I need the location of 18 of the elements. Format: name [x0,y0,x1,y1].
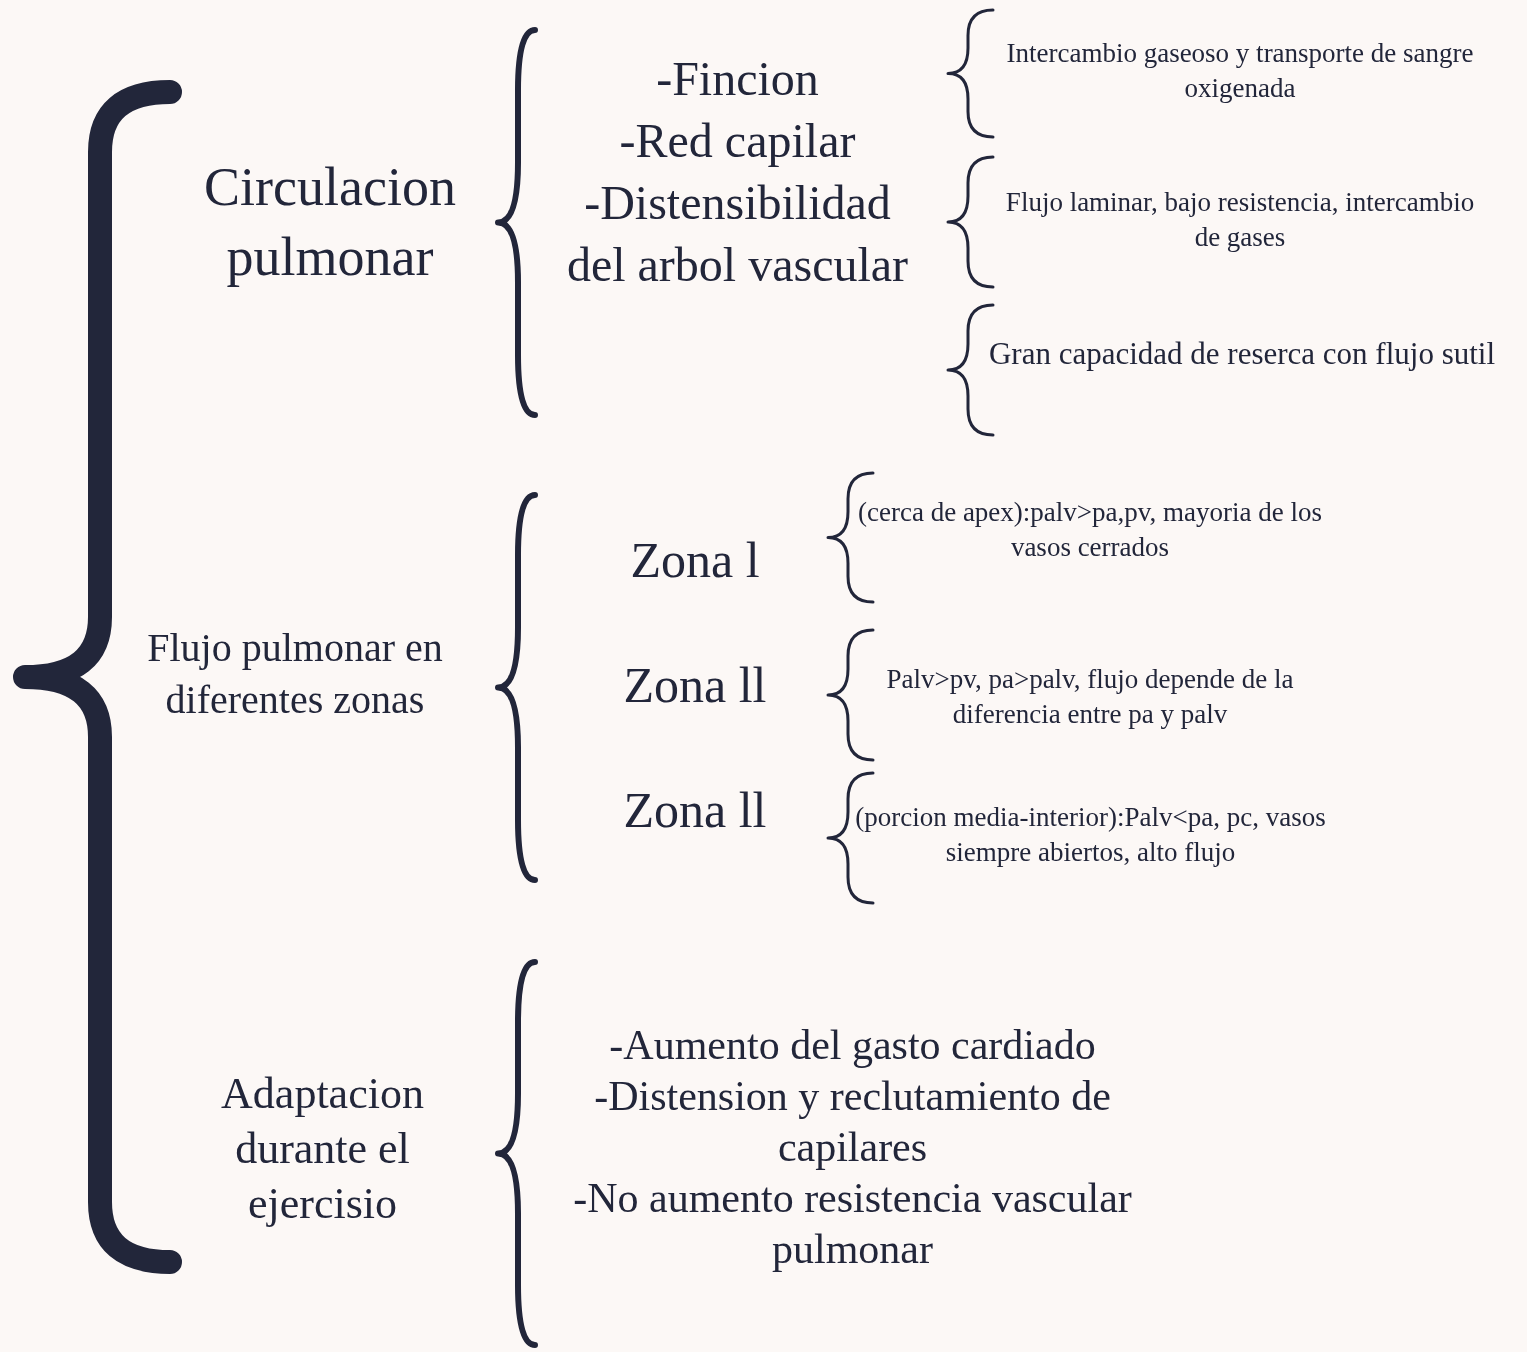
note-text: Flujo laminar, bajo resistencia, intercambio de gases [1004,186,1476,254]
zone-heading: Zona ll [622,781,768,840]
list-item-text: -Red capilar [618,113,857,169]
note-text: Palv>pv, pa>palv, flujo depende de la diferencia entre pa y palv [885,663,1295,731]
list-item-text: -Fincion [655,51,820,107]
zone-heading: Zona ll [622,656,768,715]
list-item-text: -Distension y reclutamiento de capilares [593,1072,1112,1172]
note-text: Intercambio gaseoso y transporte de sangre oxigenada [1005,37,1475,105]
list-item-text: -No aumento resistencia vascular pulmonar [572,1174,1133,1274]
note-text: (cerca de apex):palv>pa,pv, mayoria de los vasos cerrados [857,496,1323,564]
heading-text: Circulacion pulmonar [203,156,457,289]
heading-text: Flujo pulmonar en diferentes zonas [146,624,444,724]
zone-heading: Zona l [629,531,761,590]
list-item-text: -Distensibilidad del arbol vascular [565,175,910,293]
note-text: (porcion media-interior):Palv<pa, pc, vasos siempre abiertos, alto flujo [854,801,1327,869]
note-text: Gran capacidad de reserca con flujo sutil [987,335,1497,373]
heading-text: Adaptacion durante el ejercisio [220,1068,425,1230]
list-item-text: -Aumento del gasto cardiado [608,1021,1097,1070]
